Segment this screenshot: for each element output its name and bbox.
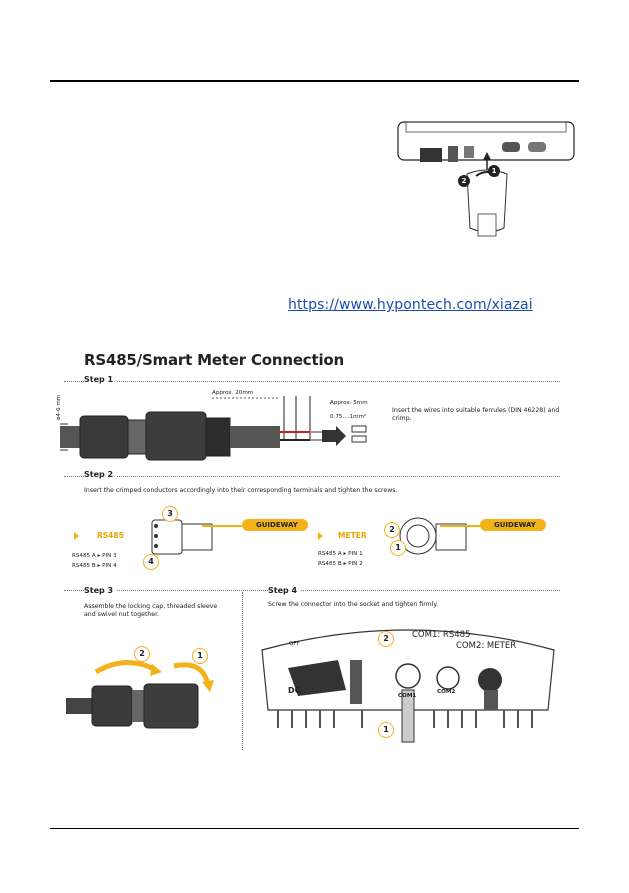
ferrule-length-label: Approx. 5mm [330,400,368,406]
step3-marker-1: 1 [192,648,208,664]
step2-instruction: Insert the crimped conductors accordingl… [84,487,398,494]
footer-rule [50,828,579,829]
com2-callout: COM2: METER [456,641,517,651]
meter-plug-figure [399,517,467,555]
rs485-marker-icon [74,532,79,540]
step2-heading: Step 2 [84,470,118,479]
strip-length-label: Approx. 20mm [212,390,254,396]
inverter-bottom-figure [261,629,555,743]
step3-instruction: Assemble the locking cap, threaded sleev… [84,603,218,618]
step-separator [242,592,243,750]
step4-marker-2: 2 [378,631,394,647]
meter-pin-2-marker: 2 [384,522,400,538]
off-label: OFF [289,641,300,647]
cross-section-label: 0.75....1mm² [330,414,367,420]
rs485-pin-3-marker: 3 [162,506,178,522]
rs485-pin-4-marker: 4 [143,554,159,570]
step2-divider [64,476,560,477]
step4-heading: Step 4 [268,586,302,595]
com2-port-label: COM2 [437,689,456,695]
guideway-label-rs485: GUIDEWAY [202,519,308,531]
cable-connector-figure [60,396,367,461]
meter-marker-icon [318,532,323,540]
dc-label: DC [288,686,301,695]
step4-instruction: Screw the connector into the socket and … [268,601,439,608]
section-title: RS485/Smart Meter Connection [84,351,344,369]
meter-pin-b: RS485 B ▸ PIN 2 [318,561,363,567]
top-figure-step-2: 2 [458,175,470,187]
step1-instruction: Insert the wires into suitable ferrules … [392,407,560,422]
step3-assembly-figure [66,659,214,729]
rs485-plug-figure [151,519,213,555]
meter-pin-1-marker: 1 [390,540,406,556]
step4-marker-1: 1 [378,722,394,738]
rs485-label: RS485 [97,531,124,540]
header-rule [50,80,579,82]
step1-divider [64,381,560,382]
step1-heading: Step 1 [84,375,118,384]
step3-marker-2: 2 [134,646,150,662]
meter-label: METER [338,531,367,540]
meter-pin-a: RS485 A ▸ PIN 1 [318,551,363,557]
top-figure-step-1: 1 [488,165,500,177]
download-link[interactable]: https://www.hypontech.com/xiazai [288,297,533,313]
guideway-label-meter: GUIDEWAY [440,519,546,531]
step3-divider [64,590,560,591]
com1-port-label: COM1 [398,693,417,699]
rs485-pin-a: RS485 A ▸ PIN 3 [72,553,117,559]
step3-heading: Step 3 [84,586,118,595]
com1-callout: COM1: RS485 [412,630,471,640]
connector-install-figure [397,121,575,237]
rs485-pin-b: RS485 B ▸ PIN 4 [72,563,117,569]
